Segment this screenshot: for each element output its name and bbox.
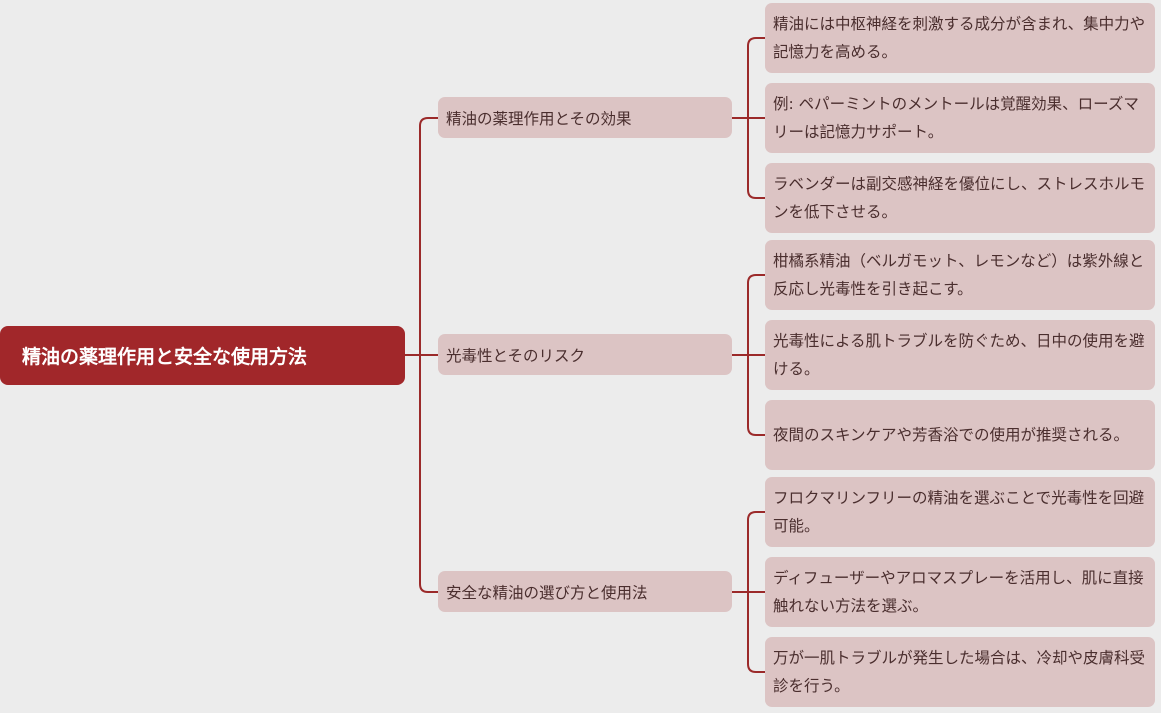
leaf-node-text: ディフューザーやアロマスプレーを活用し、肌に直接触れない方法を選ぶ。 — [773, 569, 1144, 615]
leaf-node-text: 夜間のスキンケアや芳香浴での使用が推奨される。 — [773, 426, 1130, 444]
leaf-node: ラベンダーは副交感神経を優位にし、ストレスホルモンを低下させる。 — [765, 163, 1155, 233]
branch-node-safe-use: 安全な精油の選び方と使用法 — [438, 571, 732, 612]
leaf-node-text: 精油には中枢神経を刺激する成分が含まれ、集中力や記憶力を高める。 — [773, 15, 1146, 61]
branch-node-phototoxicity: 光毒性とそのリスク — [438, 334, 732, 375]
branch-node-pharmacology: 精油の薬理作用とその効果 — [438, 97, 732, 138]
leaf-node-text: 例: ペパーミントのメントールは覚醒効果、ローズマリーは記憶力サポート。 — [773, 95, 1139, 141]
leaf-node: 柑橘系精油（ベルガモット、レモンなど）は紫外線と反応し光毒性を引き起こす。 — [765, 240, 1155, 310]
leaf-node: 万が一肌トラブルが発生した場合は、冷却や皮膚科受診を行う。 — [765, 637, 1155, 707]
leaf-node-text: 柑橘系精油（ベルガモット、レモンなど）は紫外線と反応し光毒性を引き起こす。 — [773, 252, 1145, 298]
root-node: 精油の薬理作用と安全な使用方法 — [0, 326, 405, 385]
leaf-node-text: 万が一肌トラブルが発生した場合は、冷却や皮膚科受診を行う。 — [773, 649, 1146, 695]
branch-node-label: 光毒性とそのリスク — [446, 346, 586, 365]
leaf-node: 精油には中枢神経を刺激する成分が含まれ、集中力や記憶力を高める。 — [765, 3, 1155, 73]
branch-node-label: 精油の薬理作用とその効果 — [446, 109, 632, 128]
leaf-node: 光毒性による肌トラブルを防ぐため、日中の使用を避ける。 — [765, 320, 1155, 390]
leaf-node-text: 光毒性による肌トラブルを防ぐため、日中の使用を避ける。 — [773, 332, 1145, 378]
branch-node-label: 安全な精油の選び方と使用法 — [446, 583, 648, 602]
leaf-node: 例: ペパーミントのメントールは覚醒効果、ローズマリーは記憶力サポート。 — [765, 83, 1155, 153]
root-node-label: 精油の薬理作用と安全な使用方法 — [22, 346, 308, 368]
leaf-node-text: ラベンダーは副交感神経を優位にし、ストレスホルモンを低下させる。 — [773, 175, 1146, 221]
leaf-node-text: フロクマリンフリーの精油を選ぶことで光毒性を回避可能。 — [773, 489, 1145, 535]
leaf-node: ディフューザーやアロマスプレーを活用し、肌に直接触れない方法を選ぶ。 — [765, 557, 1155, 627]
leaf-node: フロクマリンフリーの精油を選ぶことで光毒性を回避可能。 — [765, 477, 1155, 547]
leaf-node: 夜間のスキンケアや芳香浴での使用が推奨される。 — [765, 400, 1155, 470]
